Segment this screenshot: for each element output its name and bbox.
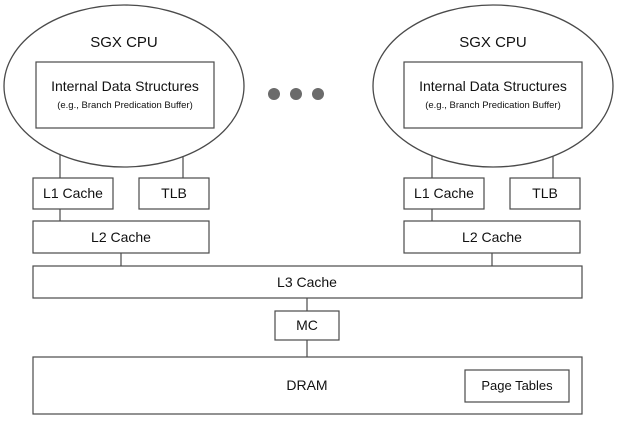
- cpu-2-l1-cache-box: [403, 177, 485, 210]
- cpu-2-tlb-box: [509, 177, 581, 210]
- dram-label: DRAM: [286, 377, 327, 393]
- mc-box: [274, 310, 340, 341]
- cpu-1-title: SGX CPU: [90, 34, 158, 51]
- l3-cache-box: [32, 265, 583, 299]
- cpu-1-l1-cache-label: L1 Cache: [43, 185, 103, 201]
- cpu-2: SGX CPU Internal Data Structures (e.g., …: [372, 4, 614, 254]
- mc-label: MC: [296, 317, 318, 333]
- ellipsis-dot-2: [290, 88, 302, 100]
- cpu-2-internal-data-structures: [403, 61, 583, 129]
- cpu-2-l2-cache-box: [403, 220, 581, 254]
- ellipsis-dot-1: [268, 88, 280, 100]
- cpu-1-internal-title: Internal Data Structures: [51, 78, 199, 94]
- cpu-2-title: SGX CPU: [459, 34, 527, 51]
- cpu-2-internal-subtitle: (e.g., Branch Predication Buffer): [425, 100, 561, 111]
- ellipsis-dots: [268, 88, 324, 100]
- page-tables-label: Page Tables: [481, 378, 553, 393]
- cpu-1-tlb-label: TLB: [161, 185, 187, 201]
- l3-cache-label: L3 Cache: [277, 274, 337, 290]
- cpu-2-l2-cache-label: L2 Cache: [462, 229, 522, 245]
- ellipsis-dot-3: [312, 88, 324, 100]
- cpu-1: SGX CPU Internal Data Structures (e.g., …: [3, 4, 245, 254]
- cpu-1-l2-cache-box: [32, 220, 210, 254]
- page-tables-box: [464, 369, 570, 403]
- cpu-1-internal-subtitle: (e.g., Branch Predication Buffer): [57, 100, 193, 111]
- cpu-1-tlb-box: [138, 177, 210, 210]
- cpu-2-internal-title: Internal Data Structures: [419, 78, 567, 94]
- cpu-1-internal-data-structures: [35, 61, 215, 129]
- cpu-2-tlb-label: TLB: [532, 185, 558, 201]
- shared-memory-hierarchy: L3 Cache MC DRAM Page Tables: [32, 265, 583, 415]
- cpu-1-l2-cache-label: L2 Cache: [91, 229, 151, 245]
- cpu-1-l1-cache-box: [32, 177, 114, 210]
- cpu-2-l1-cache-label: L1 Cache: [414, 185, 474, 201]
